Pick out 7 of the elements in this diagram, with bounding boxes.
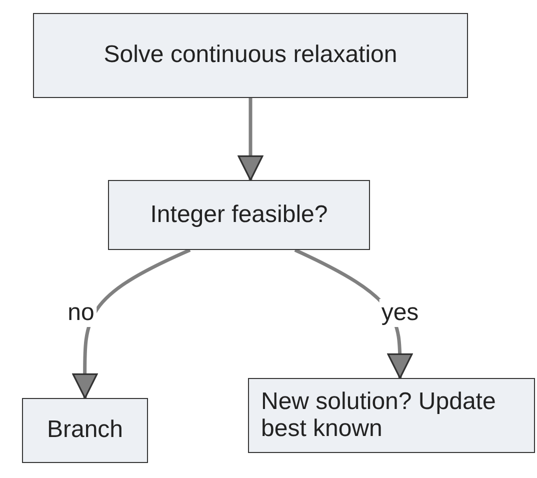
process-box: New solution? Update best known bbox=[248, 378, 535, 453]
edge-label: yes bbox=[379, 299, 421, 327]
arrow bbox=[238, 98, 264, 181]
process-box: Branch bbox=[22, 398, 148, 463]
process-box: Integer feasible? bbox=[108, 180, 370, 250]
process-box: Solve continuous relaxation bbox=[33, 13, 468, 98]
arrow bbox=[72, 248, 191, 399]
